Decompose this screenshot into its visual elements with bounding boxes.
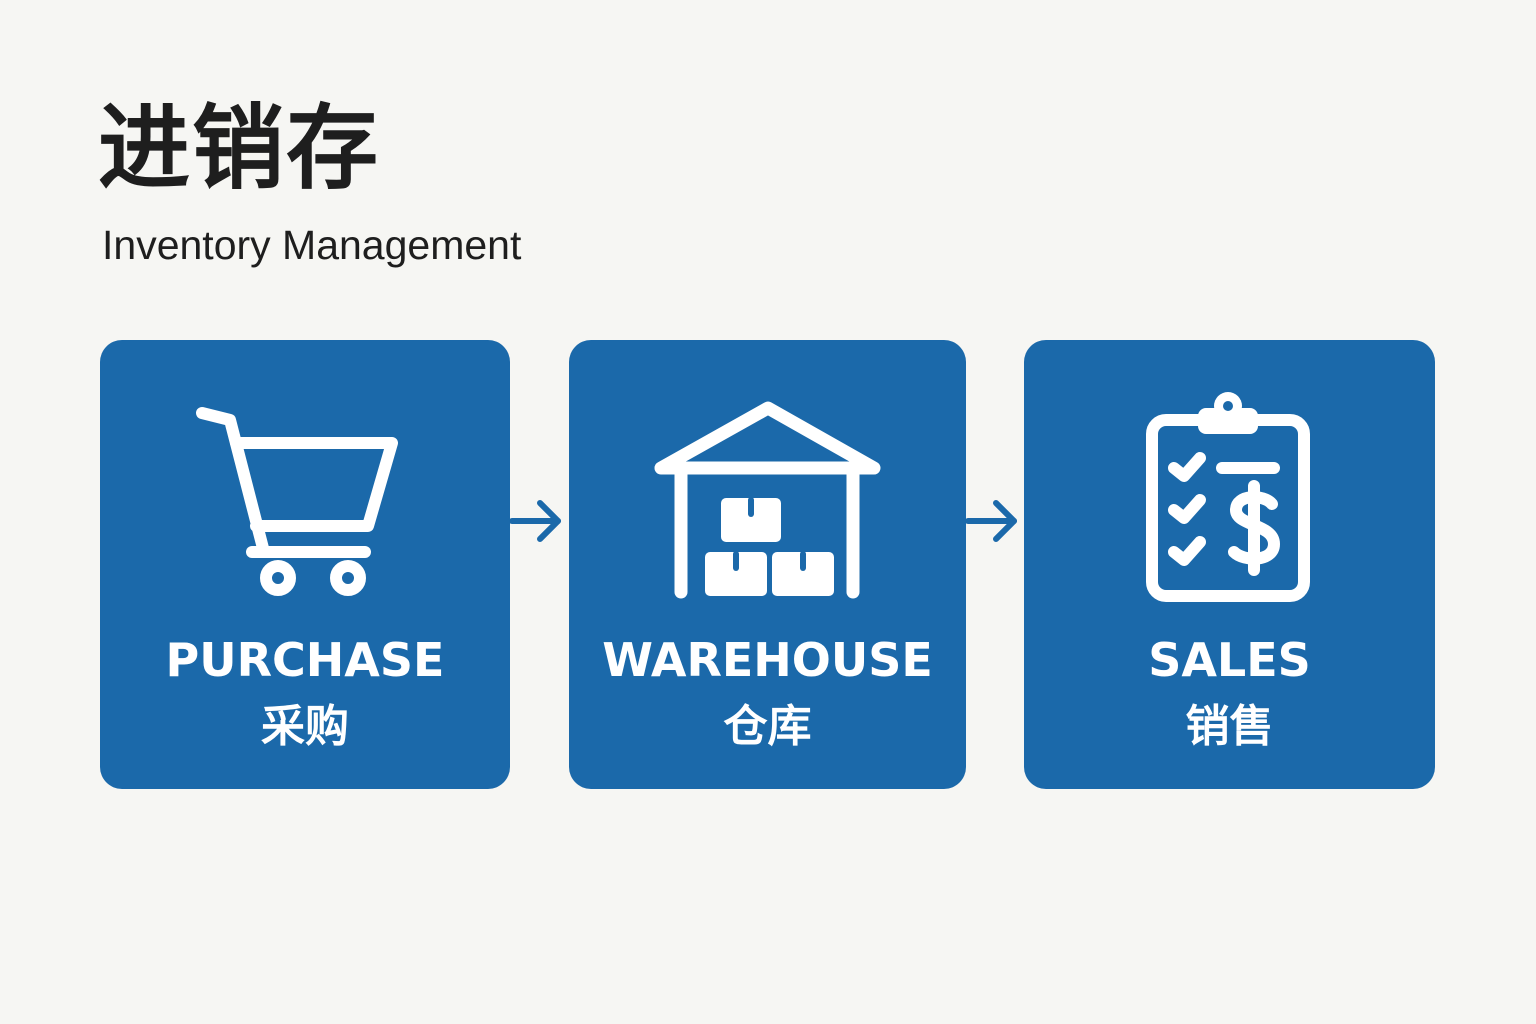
sales-clipboard-icon	[1146, 392, 1310, 602]
arrow-right-icon	[509, 500, 561, 542]
warehouse-icon	[654, 401, 881, 599]
shopping-cart-icon	[196, 407, 398, 596]
step-label-zh: 采购	[261, 701, 349, 752]
step-label-zh: 仓库	[723, 701, 812, 752]
step-label-en: SALES	[1148, 633, 1311, 687]
arrow-right-icon	[965, 500, 1017, 542]
page-subtitle: Inventory Management	[102, 222, 522, 268]
step-label-en: WAREHOUSE	[602, 633, 933, 687]
step-label-zh: 销售	[1185, 701, 1274, 752]
step-card-purchase: PURCHASE 采购	[100, 340, 510, 789]
step-card-warehouse: WAREHOUSE 仓库	[569, 340, 966, 789]
page-title: 进销存	[98, 95, 381, 202]
step-label-en: PURCHASE	[165, 633, 445, 687]
step-card-sales: SALES 销售	[1024, 340, 1435, 789]
